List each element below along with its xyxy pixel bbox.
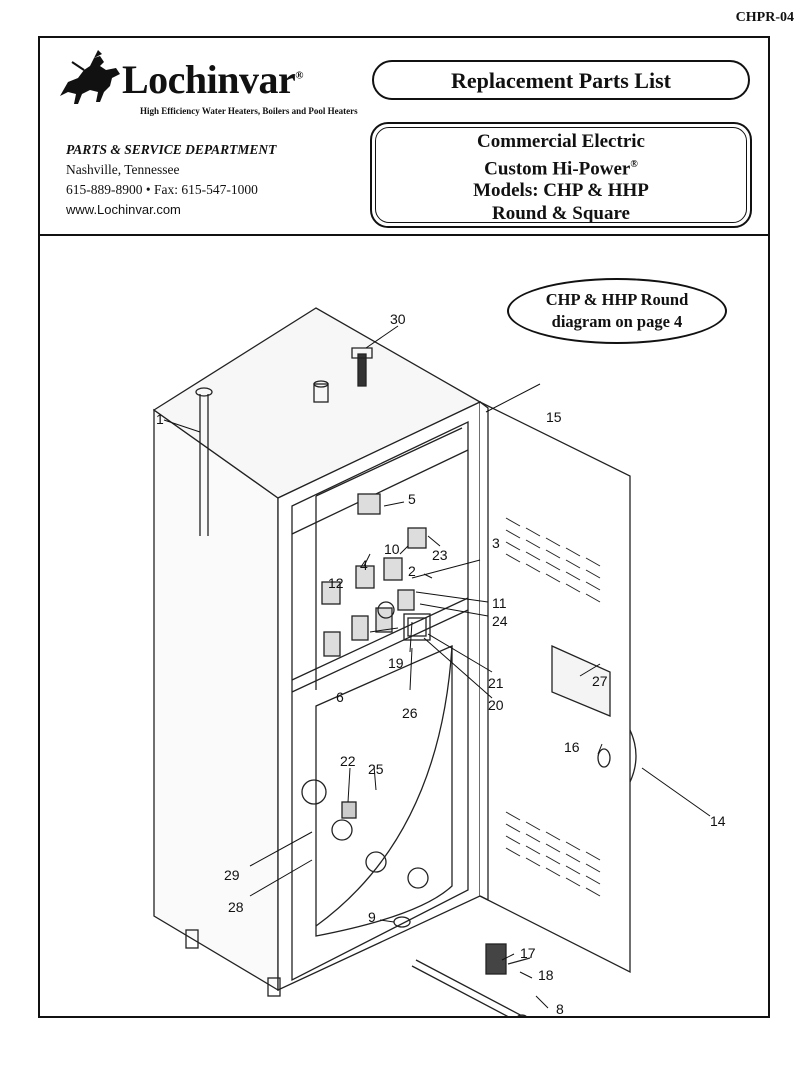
- callout-28: 28: [228, 899, 244, 915]
- models-box: Commercial Electric Custom Hi-Power® Mod…: [370, 122, 752, 228]
- callout-22: 22: [340, 753, 356, 769]
- callout-29: 29: [224, 867, 240, 883]
- models-line-4: Round & Square: [492, 202, 630, 224]
- callout-12: 12: [328, 575, 344, 591]
- department-info: PARTS & SERVICE DEPARTMENT Nashville, Te…: [66, 140, 276, 220]
- callout-2: 2: [408, 563, 416, 579]
- callout-5: 5: [408, 491, 416, 507]
- callout-23: 23: [432, 547, 448, 563]
- callout-15: 15: [546, 409, 562, 425]
- models-box-inner: Commercial Electric Custom Hi-Power® Mod…: [375, 127, 747, 224]
- callout-8: 8: [556, 1001, 564, 1016]
- note-line-1: CHP & HHP Round: [545, 290, 689, 309]
- callout-14: 14: [710, 813, 726, 829]
- callout-21: 21: [488, 675, 504, 691]
- callout-26: 26: [402, 705, 418, 721]
- department-phone: 615-889-8900 • Fax: 615-547-1000: [66, 182, 258, 197]
- department-city: Nashville, Tennessee: [66, 162, 180, 177]
- horse-rider-icon: [60, 50, 120, 104]
- callout-19: 19: [388, 655, 404, 671]
- page-frame: Lochinvar® High Efficiency Water Heaters…: [38, 36, 770, 1018]
- models-line-1: Commercial Electric: [477, 131, 645, 152]
- callout-4: 4: [360, 557, 368, 573]
- callout-18: 18: [538, 967, 554, 983]
- brand-name: Lochinvar®: [122, 57, 304, 102]
- callout-30: 30: [390, 311, 406, 327]
- callout-10: 10: [384, 541, 400, 557]
- exploded-parts-diagram: 30 1 15 5 23 3 12 4 10 2 11 24 19 21 6 2…: [40, 236, 768, 1016]
- models-line-2: Custom Hi-Power®: [484, 157, 638, 179]
- callout-1: 1: [156, 411, 164, 427]
- callout-20: 20: [488, 697, 504, 713]
- header-divider: [40, 234, 768, 236]
- callout-27: 27: [592, 673, 608, 689]
- note-line-2: diagram on page 4: [551, 312, 683, 331]
- callout-24: 24: [492, 613, 508, 629]
- callout-6: 6: [336, 689, 344, 705]
- cabinet-drawing: 30 1 15 5 23 3 12 4 10 2 11 24 19 21 6 2…: [152, 307, 726, 1016]
- department-title: PARTS & SERVICE DEPARTMENT: [66, 142, 277, 157]
- callout-11: 11: [492, 595, 507, 611]
- round-diagram-note: CHP & HHP Round diagram on page 4: [507, 278, 727, 344]
- callout-9: 9: [368, 909, 376, 925]
- callout-16: 16: [564, 739, 580, 755]
- lochinvar-logo: Lochinvar® High Efficiency Water Heaters…: [54, 48, 358, 118]
- callout-3: 3: [492, 535, 500, 551]
- document-code: CHPR-04: [735, 10, 794, 25]
- department-website: www.Lochinvar.com: [66, 202, 181, 217]
- callout-25: 25: [368, 761, 384, 777]
- document-title: Replacement Parts List: [372, 60, 750, 100]
- callout-17: 17: [520, 945, 536, 961]
- models-line-3: Models: CHP & HHP: [473, 180, 649, 202]
- brand-tagline: High Efficiency Water Heaters, Boilers a…: [140, 106, 358, 116]
